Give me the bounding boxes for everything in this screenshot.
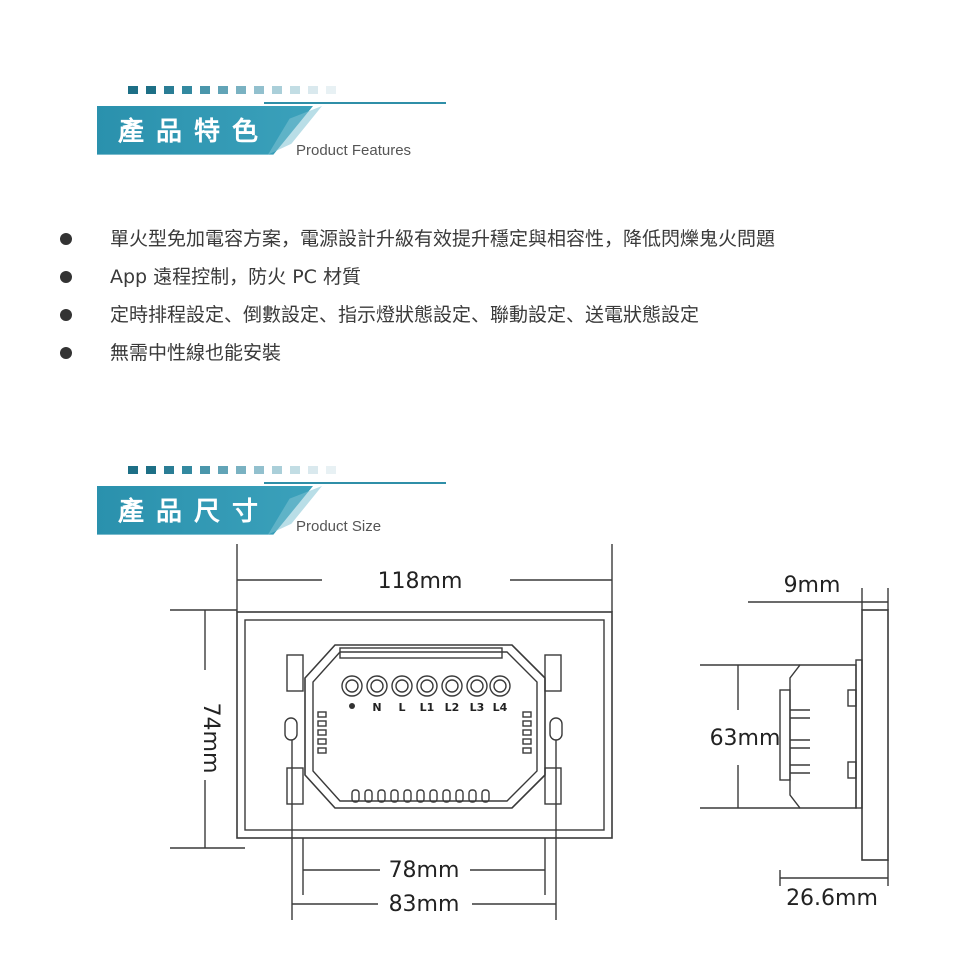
feature-item: 無需中性線也能安裝 xyxy=(60,334,775,372)
header-rule xyxy=(264,102,446,104)
panel-depth-label: 9mm xyxy=(784,573,841,598)
inner-width-label: 78mm xyxy=(389,858,460,883)
terminal-label: N xyxy=(372,701,381,714)
features-subtitle: Product Features xyxy=(296,142,412,159)
terminal-screws xyxy=(341,675,511,697)
ground-icon xyxy=(349,703,355,709)
feature-item: 定時排程設定、倒數設定、指示燈狀態設定、聯動設定、送電狀態設定 xyxy=(60,296,775,334)
feature-item: App 遠程控制，防火 PC 材質 xyxy=(60,258,775,296)
features-header: 產品特色 Product Features xyxy=(84,86,454,168)
outer-width-label: 83mm xyxy=(389,892,460,917)
header-banner xyxy=(97,106,322,155)
header-dots xyxy=(128,86,336,94)
size-title: 產品尺寸 xyxy=(118,497,271,527)
terminal-label: L3 xyxy=(470,701,485,714)
size-subtitle: Product Size xyxy=(296,518,382,535)
terminal-label: L4 xyxy=(493,701,508,714)
header-dots xyxy=(128,466,336,474)
terminal-label: L2 xyxy=(445,701,460,714)
body-height-label: 63mm xyxy=(710,726,781,751)
features-title: 產品特色 xyxy=(118,117,271,147)
dimension-diagram: N L L1 L2 L3 L4 118mm 74mm 78mm 83mm 9mm… xyxy=(170,544,889,920)
bullet-icon xyxy=(60,271,72,283)
header-banner xyxy=(97,486,322,535)
size-header: 產品尺寸 Product Size xyxy=(84,466,454,548)
height-total-label: 74mm xyxy=(198,703,223,774)
terminal-label: L1 xyxy=(420,701,435,714)
header-rule xyxy=(264,482,446,484)
total-depth-label: 26.6mm xyxy=(786,886,878,911)
width-total-label: 118mm xyxy=(378,569,463,594)
terminal-labels: N L L1 L2 L3 L4 xyxy=(349,701,508,714)
terminal-label: L xyxy=(398,701,405,714)
bullet-icon xyxy=(60,347,72,359)
features-list: 單火型免加電容方案，電源設計升級有效提升穩定與相容性，降低閃爍鬼火問題 App … xyxy=(60,220,775,372)
bullet-icon xyxy=(60,233,72,245)
bullet-icon xyxy=(60,309,72,321)
feature-item: 單火型免加電容方案，電源設計升級有效提升穩定與相容性，降低閃爍鬼火問題 xyxy=(60,220,775,258)
